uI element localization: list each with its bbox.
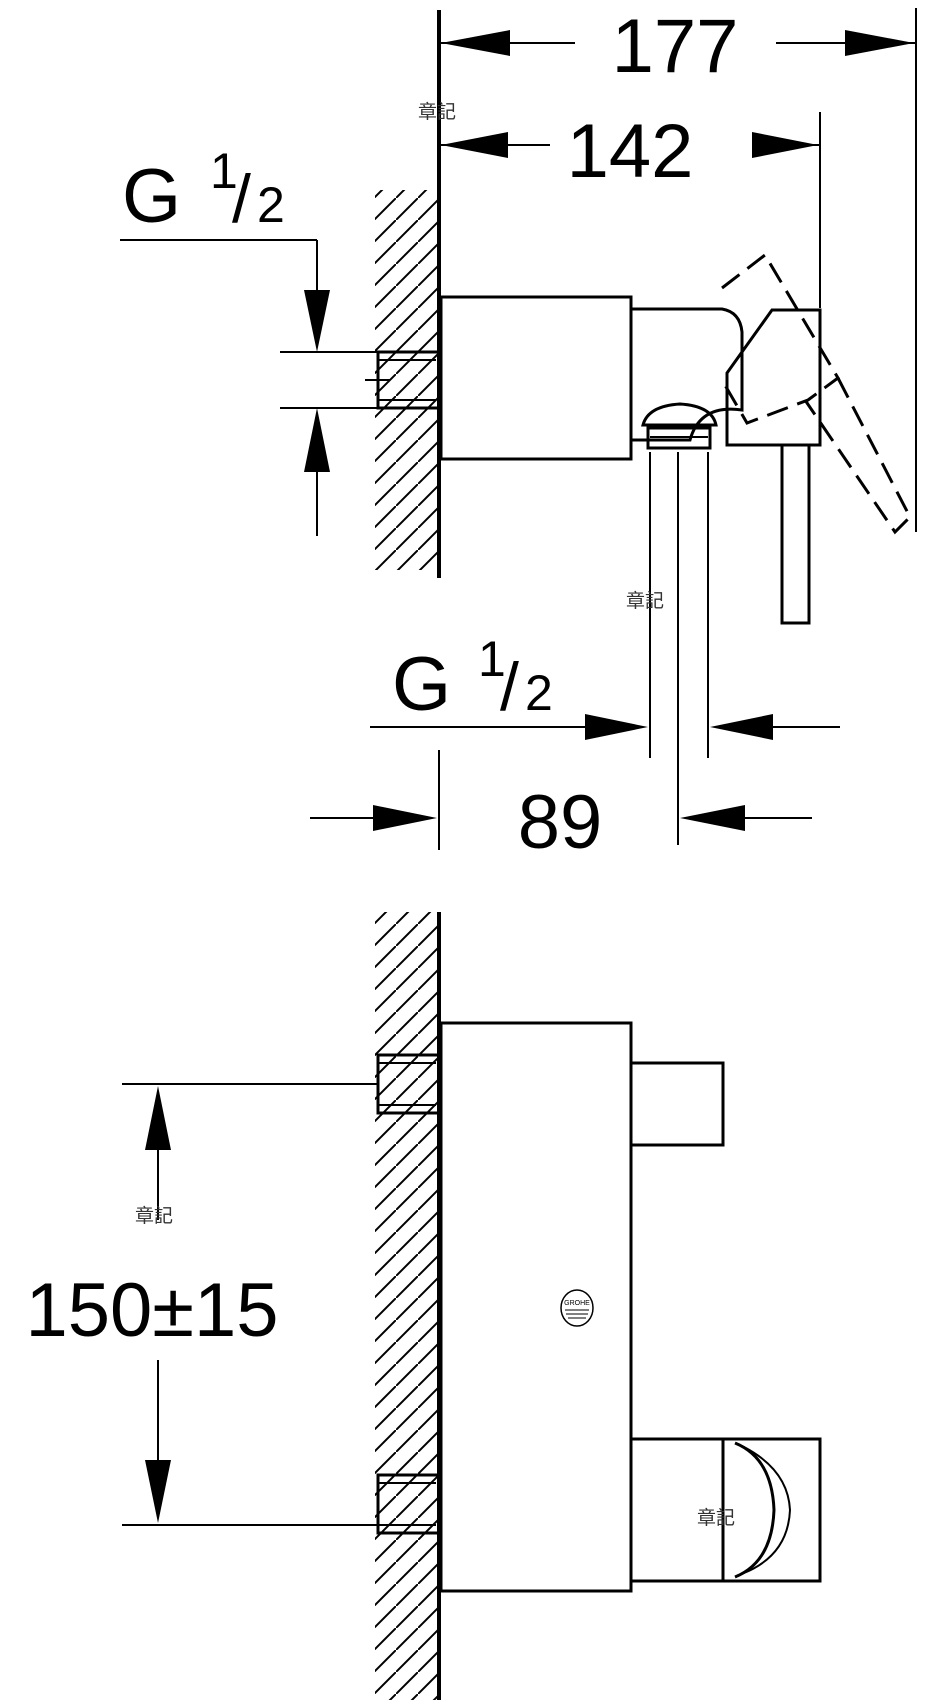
- mixer-body-side: [439, 295, 633, 461]
- wall-hatching-bottom: [375, 912, 439, 1700]
- dim-overall-width: 177: [439, 4, 917, 532]
- outlet-thread-letter: G: [392, 642, 451, 727]
- outlet-thread-slash: /: [500, 649, 519, 725]
- inlet-connector-top: [365, 350, 441, 410]
- watermark-2: 章記: [626, 590, 664, 612]
- lower-inlet-connector: [376, 1473, 441, 1535]
- inlet-thread-denominator: 2: [257, 177, 285, 233]
- mixer-body-front: [439, 1021, 633, 1593]
- outlet-stub-front: [629, 1061, 725, 1147]
- lever-side: [725, 308, 822, 625]
- outlet-thread-denominator: 2: [525, 665, 553, 721]
- front-view: GROHE 150±15: [25, 912, 822, 1700]
- inlet-thread-numerator: 1: [210, 143, 238, 199]
- dim-outlet-offset: 89: [310, 750, 812, 865]
- mixer-neck-side: [629, 307, 744, 442]
- inlet-thread-slash: /: [232, 161, 251, 237]
- dim-inlet-spacing: 150±15: [25, 1083, 378, 1526]
- outlet-thread-numerator: 1: [478, 631, 506, 687]
- dim-label-150: 150±15: [25, 1268, 278, 1353]
- dim-lever-reach: 142: [439, 109, 821, 308]
- watermark-1: 章記: [418, 101, 456, 123]
- lever-front: [629, 1437, 822, 1583]
- dim-label-177: 177: [612, 4, 739, 89]
- dim-label-142: 142: [567, 109, 694, 194]
- watermark-4: 章記: [697, 1507, 735, 1529]
- inlet-thread-letter: G: [122, 154, 181, 239]
- inlet-thread-dim: G 1 / 2: [120, 143, 378, 536]
- lever-alt-position: [720, 252, 912, 535]
- dim-label-89: 89: [518, 780, 603, 865]
- outlet-nozzle-side: [641, 402, 718, 450]
- grohe-logo: GROHE: [560, 1289, 594, 1327]
- watermark-3: 章記: [135, 1205, 173, 1227]
- side-view: 177 142 G 1 / 2: [120, 4, 917, 865]
- svg-text:GROHE: GROHE: [564, 1300, 590, 1307]
- outlet-thread-dim: G 1 / 2: [370, 631, 840, 740]
